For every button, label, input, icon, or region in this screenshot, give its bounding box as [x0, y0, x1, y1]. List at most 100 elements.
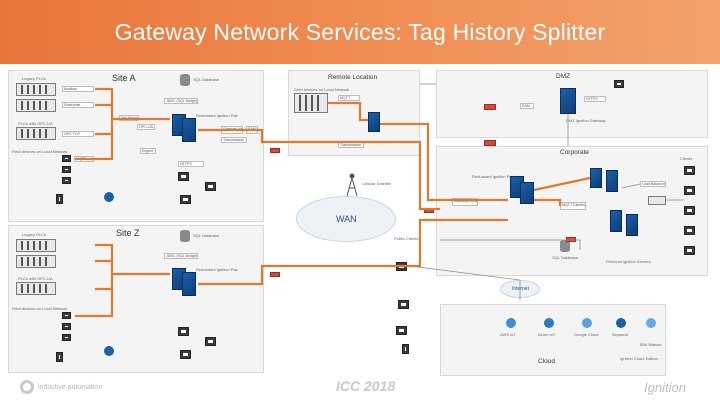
dmz-client-monitor	[614, 80, 624, 88]
icc-logo: ICC 2018	[336, 378, 396, 394]
cloud-tagline: Ignition Cloud Edition	[620, 356, 658, 361]
site-z-client-monitor-2	[205, 337, 216, 346]
corporate-clients-label: Clients	[680, 156, 693, 161]
path-site-z-modbus	[95, 243, 170, 276]
site-z-legacy-plcs: Legacy PLCs	[22, 232, 46, 237]
cloud-service-icon-4	[616, 318, 626, 328]
site-a-opcua-box: OPC-UA	[137, 124, 155, 130]
cell-tower-icon	[346, 173, 358, 197]
dmz-server	[560, 88, 576, 114]
ia-gear-icon	[20, 380, 34, 394]
public-client-3	[396, 326, 407, 335]
cloud-label: Cloud	[538, 358, 555, 365]
site-z-plcs-opcua: PLCs with OPC-UA	[18, 276, 53, 281]
site-z-field-monitor-3	[62, 334, 71, 341]
site-a-mobile-device	[56, 194, 63, 204]
site-a-opcua-rack	[16, 127, 56, 140]
site-a-client-monitor-3	[180, 195, 191, 204]
firewall-corp-internet	[566, 237, 576, 242]
cloud-service-label-1: AWS IoT	[500, 332, 516, 337]
dmz-https-box: HTTPS	[584, 96, 606, 102]
site-z-jdbc-box: JDBC (SQL Bridge)	[164, 253, 198, 259]
corporate-server-5	[610, 210, 622, 232]
corporate-server-4	[606, 170, 618, 192]
site-z-field-monitor-1	[62, 312, 71, 319]
page-title: Gateway Network Services: Tag History Sp…	[114, 18, 606, 45]
wan-cloud-icon	[296, 196, 396, 242]
path-site-a-opctcp	[95, 119, 114, 136]
site-a-legacy-rack-1	[16, 83, 56, 96]
ignition-logo: Ignition	[644, 380, 686, 395]
cloud-service-icon-3	[582, 318, 592, 328]
site-z-redundant-label: Redundant Ignition Pair	[196, 267, 238, 272]
remote-mqtt-box: MQTT	[338, 95, 360, 101]
corporate-label: Corporate	[560, 149, 589, 156]
path-site-z-to-corp	[198, 218, 508, 286]
network-paths	[409, 83, 684, 300]
site-a-jdbc-box: JDBC (SQL Bridge)	[164, 98, 198, 104]
corporate-server-2	[520, 182, 534, 204]
site-z-opcua-rack	[16, 282, 56, 295]
remote-rack	[294, 93, 328, 113]
corporate-personal-label: Personal Ignition Servers	[606, 259, 651, 264]
path-site-z-opctcp	[95, 274, 114, 291]
corporate-server-3	[590, 168, 602, 188]
path-site-a-to-corp	[198, 128, 440, 211]
site-z-client-monitor-3	[180, 350, 191, 359]
remote-field-devices: Field devices on Local Network	[294, 87, 350, 92]
path-remote-to-corp	[380, 122, 508, 202]
site-z-mobile-device	[56, 352, 63, 362]
corporate-client-1	[684, 166, 695, 175]
site-a-plcs-opcua: PLCs with OPC-UA	[18, 121, 53, 126]
public-client-2	[398, 300, 409, 309]
corporate-sql-db-label: SQL Database	[552, 255, 579, 260]
site-a-field-monitor-2	[62, 166, 71, 173]
remote-cellular-label: Cellular Satellite	[362, 181, 391, 186]
site-z-client-monitor-1	[178, 327, 189, 336]
corporate-sql-db-icon	[560, 240, 570, 252]
corporate-panel	[436, 146, 708, 276]
firewall-dmz-top	[484, 104, 496, 110]
site-z-transmitter-icon	[104, 346, 114, 356]
tag-history-paths	[75, 87, 591, 318]
corporate-client-3	[684, 206, 695, 215]
site-a-field-monitor-1	[62, 155, 71, 162]
site-a-client-monitor-2	[205, 182, 216, 191]
cloud-service-label-2: Azure IoT	[538, 332, 556, 337]
path-remote-mqtt	[328, 101, 368, 122]
corporate-client-4	[684, 226, 695, 235]
corporate-load-balancer-box: Load Balancer	[640, 181, 666, 187]
path-corp-to-db-server	[533, 176, 591, 192]
wan-label: WAN	[336, 214, 357, 224]
site-a-redundant-label: Redundant Ignition Pair	[196, 113, 238, 118]
corporate-client-5	[684, 246, 695, 255]
site-a-transmitter-icon	[104, 192, 114, 202]
site-a-label: Site A	[112, 73, 136, 83]
site-a-enterprise-box: Enterprise	[62, 102, 94, 108]
dmz-gateway-label: DMZ Ignition Gateway	[566, 118, 606, 123]
firewall-site-z	[270, 272, 280, 277]
site-a-modbus-box: Modbus	[62, 86, 94, 92]
corporate-redundant-label: Redundant Ignition Pair	[472, 174, 514, 179]
site-a-transmission-box: Transmission	[221, 137, 247, 143]
internet-label: Internet	[512, 286, 529, 292]
cloud-service-icon-2	[544, 318, 554, 328]
cloud-service-label-4: Sepasoft	[612, 332, 628, 337]
site-a-field-devices: Field devices on Local Network	[12, 149, 68, 154]
remote-edge-server	[368, 112, 380, 132]
corporate-client-2	[684, 186, 695, 195]
site-a-https-box: HTTPS	[178, 161, 204, 167]
dmz-label: DMZ	[556, 73, 571, 80]
public-mobile	[402, 344, 409, 354]
site-a-sql-db-label: SQL Database	[193, 77, 220, 82]
dmz-eam-box: EAM	[520, 103, 534, 109]
cloud-service-icon-1	[506, 318, 516, 328]
firewall-dmz-corp	[484, 140, 496, 146]
path-corp-lb	[621, 183, 641, 189]
path-corp-sql	[440, 239, 581, 250]
corporate-server-6	[626, 214, 638, 236]
site-a-field-monitor-3	[62, 177, 71, 184]
cloud-service-label-5: IBM Watson	[640, 342, 662, 347]
firewall-site-a	[270, 148, 280, 153]
